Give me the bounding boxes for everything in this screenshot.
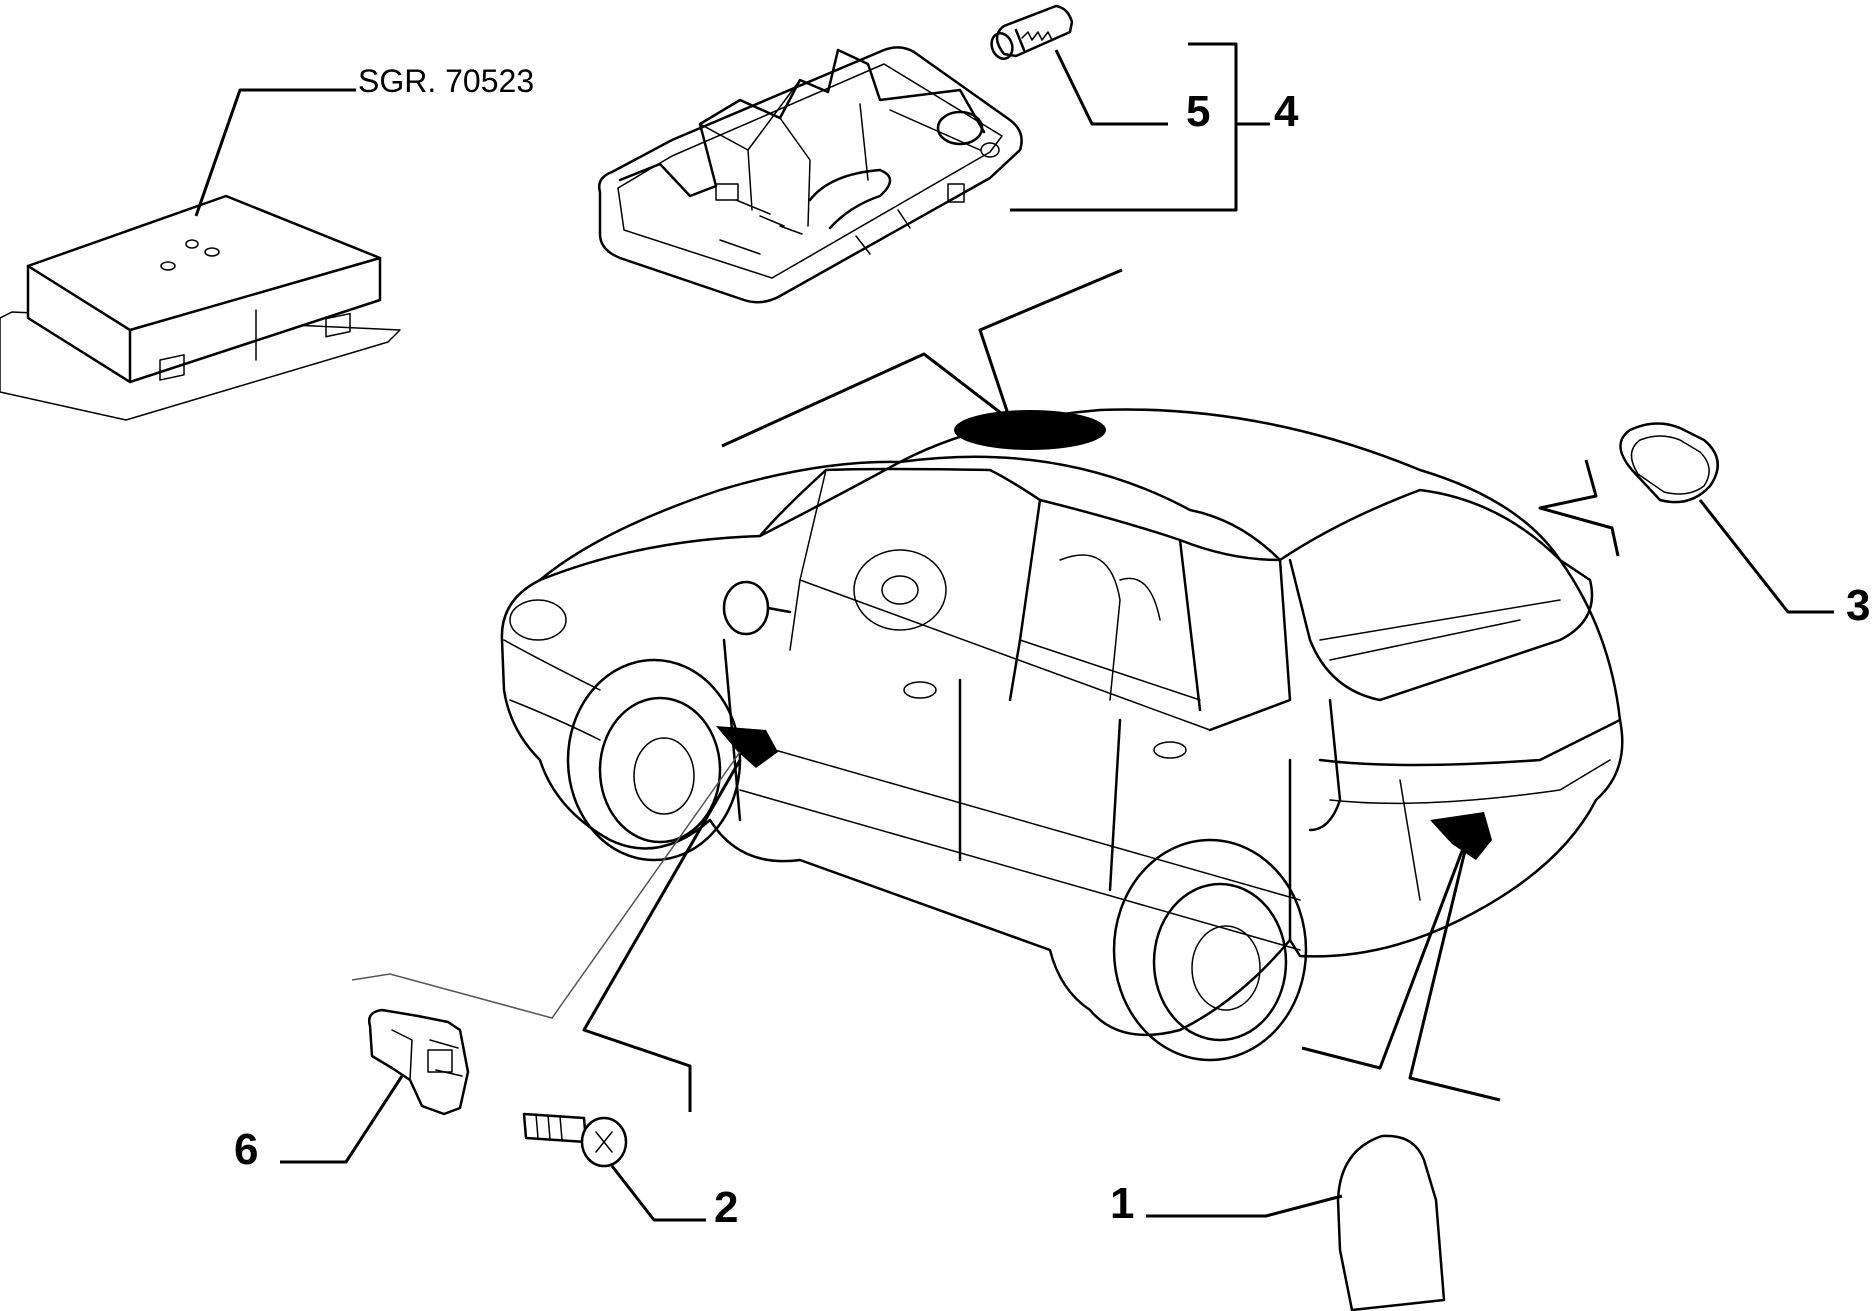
callout-5: 5 <box>1186 87 1210 136</box>
reference-leader <box>194 88 356 217</box>
cover-icon <box>1336 1134 1446 1311</box>
front-switch-location <box>716 726 778 768</box>
screw-icon <box>522 1112 628 1168</box>
roof-lamp-icon <box>598 46 1023 304</box>
roof-lamp-location <box>954 410 1106 450</box>
callout-3: 3 <box>1846 581 1870 630</box>
control-unit-icon <box>0 194 401 421</box>
lens-lamp-icon <box>1619 422 1719 504</box>
bulb-icon <box>990 4 1074 60</box>
rear-switch-location <box>1430 812 1492 860</box>
callout-4: 4 <box>1274 87 1299 136</box>
callout-1: 1 <box>1110 1179 1134 1228</box>
callout-2: 2 <box>714 1183 738 1232</box>
callout-6: 6 <box>234 1125 258 1174</box>
reference-label: SGR. 70523 <box>358 63 534 99</box>
door-switch-icon <box>368 1008 470 1116</box>
car-icon <box>500 408 1624 1062</box>
